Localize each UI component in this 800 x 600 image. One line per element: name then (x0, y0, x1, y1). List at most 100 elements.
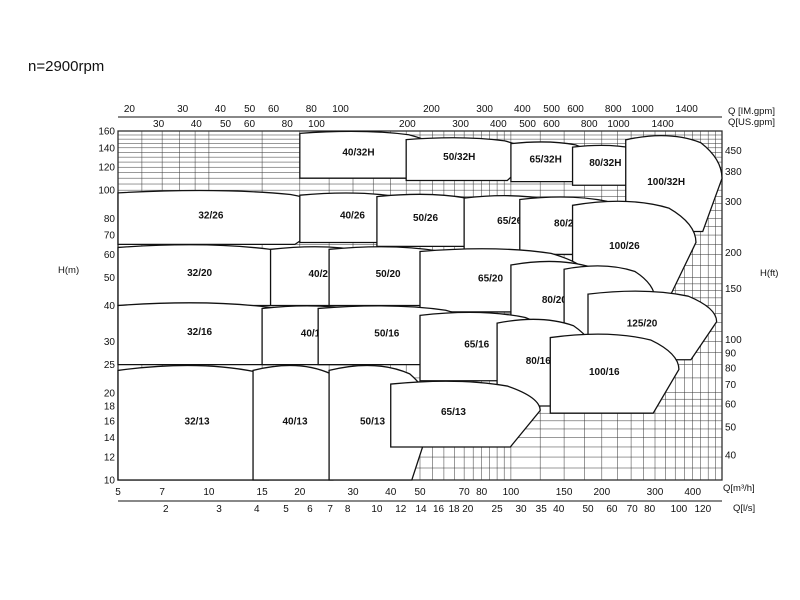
x-ls-tick-label: 3 (216, 504, 222, 515)
y-tick-label: 40 (104, 301, 116, 312)
x-ls-tick-label: 16 (433, 504, 445, 515)
x-imgpm-tick-label: 100 (332, 104, 349, 115)
x-usgpm-tick-label: 60 (244, 119, 256, 130)
envelope-label: 50/13 (360, 417, 385, 428)
q-ls-axis-label: Q[l/s] (733, 503, 755, 514)
x-ls-tick-label: 4 (254, 504, 260, 515)
y-tick-label: 120 (98, 163, 115, 174)
envelope-label: 32/26 (198, 210, 223, 221)
x-tick-label: 15 (257, 487, 269, 498)
x-usgpm-tick-label: 30 (153, 119, 165, 130)
envelope-label: 40/32H (342, 148, 374, 159)
x-tick-label: 20 (294, 487, 306, 498)
y-ft-tick-label: 380 (725, 167, 742, 178)
x-tick-label: 7 (159, 487, 165, 498)
y-tick-label: 25 (104, 360, 116, 371)
x-tick-label: 5 (115, 487, 121, 498)
envelope-label: 80/16 (526, 356, 551, 367)
envelope-label: 100/26 (609, 241, 640, 252)
x-usgpm-tick-label: 800 (581, 119, 598, 130)
x-usgpm-tick-label: 100 (308, 119, 325, 130)
envelope-label: 32/13 (185, 417, 210, 428)
envelope-label: 32/16 (187, 327, 212, 338)
x-tick-label: 40 (385, 487, 397, 498)
x-ls-tick-label: 6 (307, 504, 313, 515)
x-usgpm-tick-label: 1400 (651, 119, 674, 130)
envelope-label: 65/26 (497, 216, 522, 227)
y-ft-tick-label: 80 (725, 363, 737, 374)
y-ft-tick-label: 300 (725, 197, 742, 208)
y-ft-tick-label: 150 (725, 284, 742, 295)
x-tick-label: 50 (414, 487, 426, 498)
envelope-label: 65/13 (441, 407, 466, 418)
y-tick-label: 70 (104, 231, 116, 242)
x-tick-label: 100 (503, 487, 520, 498)
x-imgpm-tick-label: 1400 (676, 104, 699, 115)
x-ls-tick-label: 20 (462, 504, 474, 515)
x-ls-tick-label: 120 (694, 504, 711, 515)
x-ls-tick-label: 50 (582, 504, 594, 515)
x-imgpm-tick-label: 50 (244, 104, 256, 115)
y-tick-label: 50 (104, 273, 116, 284)
x-ls-tick-label: 70 (627, 504, 639, 515)
envelope-label: 40/16 (301, 328, 326, 339)
y-ft-tick-label: 60 (725, 400, 737, 411)
x-ls-tick-label: 5 (283, 504, 289, 515)
y-tick-label: 10 (104, 476, 116, 487)
x-imgpm-tick-label: 40 (215, 104, 227, 115)
envelope-label: 65/16 (464, 340, 489, 351)
x-usgpm-tick-label: 50 (220, 119, 232, 130)
x-usgpm-tick-label: 500 (519, 119, 536, 130)
q-usgpm-axis-label: Q[US.gpm] (728, 117, 775, 128)
q-m3h-axis-label: Q[m³/h] (723, 483, 755, 494)
x-tick-label: 300 (647, 487, 664, 498)
x-imgpm-tick-label: 60 (268, 104, 280, 115)
y-tick-label: 60 (104, 250, 116, 261)
x-tick-label: 30 (347, 487, 359, 498)
envelope-label: 80/32H (589, 158, 621, 169)
x-imgpm-tick-label: 600 (567, 104, 584, 115)
y-tick-label: 20 (104, 388, 116, 399)
x-ls-tick-label: 7 (327, 504, 333, 515)
envelope-label: 100/32H (647, 177, 685, 188)
y-tick-label: 12 (104, 453, 116, 464)
x-ls-tick-label: 60 (606, 504, 618, 515)
x-imgpm-tick-label: 300 (476, 104, 493, 115)
x-ls-tick-label: 80 (644, 504, 656, 515)
y-ft-tick-label: 450 (725, 146, 742, 157)
envelope-label: 40/26 (340, 211, 365, 222)
y-tick-label: 160 (98, 127, 115, 138)
x-imgpm-tick-label: 200 (423, 104, 440, 115)
x-usgpm-tick-label: 200 (399, 119, 416, 130)
x-tick-label: 150 (556, 487, 573, 498)
x-ls-tick-label: 2 (163, 504, 169, 515)
envelope-label: 65/32H (530, 154, 562, 165)
y-tick-label: 80 (104, 214, 116, 225)
h-m-axis-label: H(m) (58, 265, 79, 276)
envelope-label: 80/20 (542, 295, 567, 306)
y-tick-label: 100 (98, 186, 115, 197)
y-tick-label: 14 (104, 433, 116, 444)
y-ft-tick-label: 50 (725, 422, 737, 433)
x-ls-tick-label: 35 (536, 504, 548, 515)
envelope-label: 32/20 (187, 268, 212, 279)
x-usgpm-tick-label: 40 (191, 119, 203, 130)
envelope-label: 100/16 (589, 367, 620, 378)
y-tick-label: 140 (98, 143, 115, 154)
y-tick-label: 18 (104, 402, 116, 413)
x-ls-tick-label: 10 (371, 504, 383, 515)
x-imgpm-tick-label: 30 (177, 104, 189, 115)
x-imgpm-tick-label: 500 (543, 104, 560, 115)
x-imgpm-tick-label: 80 (306, 104, 318, 115)
envelope-label: 40/20 (309, 269, 334, 280)
x-usgpm-tick-label: 400 (490, 119, 507, 130)
x-ls-tick-label: 30 (515, 504, 527, 515)
x-usgpm-tick-label: 80 (282, 119, 294, 130)
y-ft-tick-label: 100 (725, 335, 742, 346)
envelope-label: 125/20 (627, 319, 658, 330)
x-imgpm-tick-label: 1000 (631, 104, 654, 115)
q-imgpm-axis-label: Q [IM.gpm] (728, 106, 775, 117)
x-ls-tick-label: 18 (448, 504, 460, 515)
x-imgpm-tick-label: 400 (514, 104, 531, 115)
